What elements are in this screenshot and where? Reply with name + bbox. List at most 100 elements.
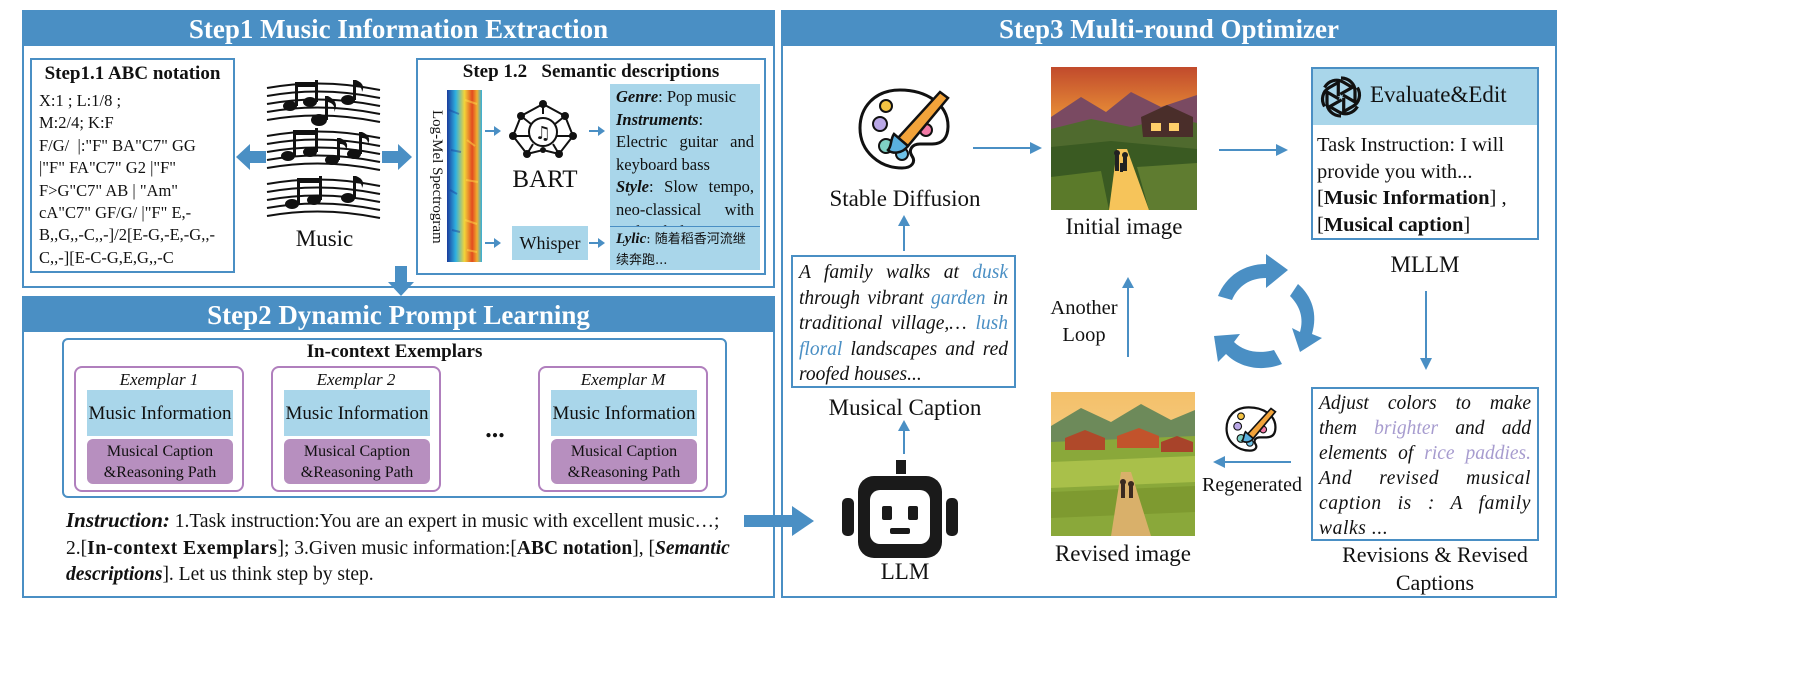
mllm-to-revision-arrow bbox=[1420, 291, 1432, 370]
palette-brush-icon bbox=[858, 88, 950, 170]
mllm-text: ] bbox=[1463, 213, 1471, 236]
exemplar-caption: Musical Caption &Reasoning Path bbox=[300, 442, 414, 481]
robot-icon bbox=[842, 460, 958, 558]
instruction-text: Instruction: 1.Task instruction:You are … bbox=[66, 507, 731, 589]
abc-line: F>G"C7" AB | "Am" bbox=[39, 180, 179, 200]
exemplar-name: Exemplar M bbox=[580, 370, 666, 389]
revision-text: and add elements of bbox=[1319, 418, 1532, 464]
right-arrow-icon bbox=[382, 144, 412, 170]
step2-header: Step2 Dynamic Prompt Learning bbox=[24, 298, 773, 332]
step3-panel bbox=[781, 10, 1557, 598]
genre-value: : Pop music bbox=[658, 87, 737, 106]
lyric-key: Lylic bbox=[616, 231, 647, 247]
exemplar-caption-box: Musical Caption &Reasoning Path bbox=[284, 439, 430, 484]
arrow-whisper-to-lyric bbox=[589, 238, 605, 248]
mllm-bold: Music Information bbox=[1323, 187, 1490, 209]
music-label: Music bbox=[295, 226, 354, 251]
caption-text: A family walks at bbox=[799, 262, 973, 283]
abc-notation-title: Step1.1 ABC notation bbox=[44, 63, 221, 84]
mllm-label: MLLM bbox=[1390, 252, 1460, 277]
caption-highlight: garden bbox=[930, 287, 986, 309]
mllm-instruction-text: Task Instruction: I will provide you wit… bbox=[1317, 132, 1535, 238]
exemplar-info-box: Music Information bbox=[284, 390, 430, 436]
loop-up-arrow bbox=[1122, 277, 1134, 357]
music-staff-icon bbox=[266, 80, 381, 219]
revision-text: And revised musical caption is : A famil… bbox=[1319, 468, 1531, 539]
exemplar-info-box: Music Information bbox=[551, 390, 697, 436]
neural-network-icon: ♫ bbox=[509, 100, 577, 158]
style-key: Style bbox=[616, 177, 649, 196]
exemplar-caption-box: Musical Caption &Reasoning Path bbox=[551, 439, 697, 484]
whisper-box: Whisper bbox=[512, 226, 588, 260]
spectrogram-image bbox=[447, 90, 482, 262]
caption-to-sd-arrow bbox=[898, 215, 910, 251]
refresh-cycle-icon bbox=[1214, 254, 1322, 369]
down-arrow-icon bbox=[388, 266, 414, 296]
mllm-text: Task Instruction: I will provide you wit… bbox=[1317, 134, 1505, 209]
revision-text: Adjust colors to make them bbox=[1319, 393, 1531, 439]
regenerated-label: Regenerated bbox=[1202, 474, 1302, 496]
abc-line: |"F" FA"C7" G2 |"F" bbox=[39, 158, 177, 178]
svg-text:♫: ♫ bbox=[535, 123, 551, 144]
abc-notation-box: Step1.1 ABC notation X:1 ; L:1/8 ;M:2/4;… bbox=[30, 58, 235, 273]
mllm-text: ] , [ bbox=[1317, 187, 1507, 236]
lyric-box: Lylic: 随着稻香河流继续奔跑... bbox=[610, 226, 760, 270]
caption-text: in traditional village,… bbox=[799, 287, 1008, 335]
abc-line: F/G/ |:"F" BA"C7" GG bbox=[39, 135, 196, 155]
instruction-part: 1.Task instruction:You are an expert in … bbox=[66, 511, 720, 559]
step3-header: Step3 Multi-round Optimizer bbox=[783, 12, 1555, 46]
sd-to-initial-arrow bbox=[973, 142, 1042, 154]
semantic-output-box: Genre: Pop music Instruments: Electric g… bbox=[610, 84, 760, 226]
exemplar-caption: Musical Caption &Reasoning Path bbox=[103, 442, 217, 481]
mllm-bold: Musical caption bbox=[1323, 213, 1464, 236]
arrow-to-bart bbox=[485, 126, 501, 136]
lyric-value: : 随着稻香河流继续奔跑... bbox=[616, 232, 746, 268]
style-value: : Slow tempo, neo-classical with melanch… bbox=[616, 177, 754, 226]
instruction-bold: In-context Exemplars bbox=[87, 537, 278, 559]
revisions-label: Revisions & Revised Captions bbox=[1342, 542, 1528, 595]
abc-line: cA"C7" GF/G/ |"F" E,- bbox=[39, 203, 192, 223]
exemplar-caption: Musical Caption &Reasoning Path bbox=[567, 442, 681, 481]
abc-line: M:2/4; K:F bbox=[39, 113, 114, 133]
spectrogram-label: Log-Mel Spectrogram bbox=[429, 110, 445, 244]
initial-to-mllm-arrow bbox=[1219, 144, 1288, 156]
exemplar-caption-box: Musical Caption &Reasoning Path bbox=[87, 439, 233, 484]
openai-logo-icon bbox=[1320, 76, 1362, 118]
instruments-key: Instruments bbox=[616, 109, 699, 129]
exemplar-info-box: Music Information bbox=[87, 390, 233, 436]
initial-image-label: Initial image bbox=[1065, 214, 1183, 239]
instruction-part: ]; 3.Given music information:[ bbox=[277, 537, 517, 559]
abc-line: C,,-][E-C-G,E,G,,-C bbox=[39, 247, 174, 267]
another-loop-label: Another Loop bbox=[1050, 297, 1118, 346]
revision-highlight: rice paddies. bbox=[1424, 443, 1532, 464]
initial-image bbox=[1051, 67, 1197, 210]
whisper-label: Whisper bbox=[519, 232, 581, 253]
instruments-value: : Electric guitar and keyboard bass bbox=[616, 109, 754, 174]
instruction-bold: ABC notation bbox=[516, 537, 633, 559]
genre-key: Genre bbox=[616, 87, 659, 106]
caption-text: through vibrant bbox=[799, 287, 931, 309]
revised-image bbox=[1051, 392, 1195, 536]
caption-highlight: dusk bbox=[972, 262, 1008, 283]
revision-to-revised-arrow bbox=[1213, 456, 1291, 468]
mllm-header-bar bbox=[1313, 69, 1537, 125]
instruction-bold: Semantic descriptions bbox=[66, 537, 730, 586]
caption-text: landscapes and red roofed houses... bbox=[799, 338, 1008, 386]
musical-caption-box: A family walks at dusk through vibrant g… bbox=[791, 255, 1016, 388]
llm-to-caption-arrow bbox=[898, 420, 910, 454]
instruction-label: Instruction: bbox=[66, 508, 170, 532]
musical-caption-label: Musical Caption bbox=[828, 395, 982, 420]
exemplar-name: Exemplar 2 bbox=[316, 370, 396, 389]
step2-panel bbox=[22, 296, 775, 598]
instruction-part: ], [ bbox=[632, 537, 656, 559]
abc-line: B,,G,,-C,,-]/2[E-G,-E,-G,,- bbox=[39, 225, 215, 245]
in-context-exemplars-title: In-context Exemplars bbox=[306, 341, 483, 362]
instruction-to-llm-arrow bbox=[744, 506, 814, 536]
exemplar-info: Music Information bbox=[88, 402, 232, 424]
instruction-part: ]. Let us think step by step. bbox=[162, 564, 374, 585]
bart-label: BART bbox=[512, 166, 578, 193]
exemplar-ellipsis: ... bbox=[485, 414, 505, 443]
llm-label: LLM bbox=[880, 559, 930, 584]
revised-image-label: Revised image bbox=[1054, 541, 1192, 566]
